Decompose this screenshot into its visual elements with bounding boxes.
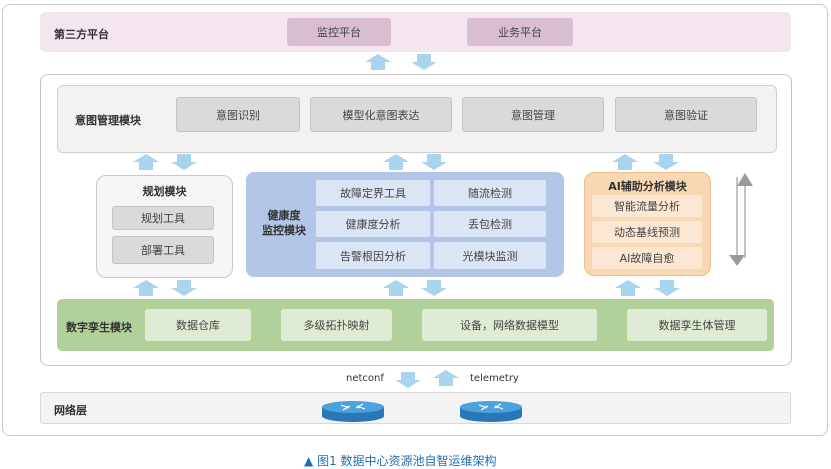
arrow-down-icon — [171, 154, 197, 170]
dynamic-baseline-box: 动态基线预测 — [592, 221, 702, 243]
health-module-label-line1: 健康度 — [267, 209, 301, 222]
intent-management-box: 意图管理 — [462, 97, 604, 132]
arrow-down-icon — [171, 280, 197, 296]
third-party-label: 第三方平台 — [54, 28, 109, 41]
caption-marker-icon: ▲ — [304, 454, 314, 468]
router-icon — [460, 401, 522, 422]
arrow-up-icon — [433, 370, 459, 386]
ai-module-label: AI辅助分析模块 — [608, 180, 687, 193]
intent-module-label: 意图管理模块 — [75, 114, 141, 127]
in-flow-detection-box: 随流检测 — [434, 180, 546, 206]
network-layer-label: 网络层 — [54, 404, 87, 417]
deployment-tool-box: 部署工具 — [112, 236, 214, 264]
third-party-layer — [40, 12, 791, 52]
monitoring-platform-box: 监控平台 — [287, 18, 391, 46]
arrow-down-icon — [653, 154, 679, 170]
business-platform-box: 业务平台 — [467, 18, 573, 46]
netconf-label: netconf — [346, 373, 384, 384]
arrow-up-icon — [383, 280, 409, 296]
arrow-up-icon — [383, 154, 409, 170]
network-layer — [40, 392, 791, 424]
arrow-down-icon — [421, 154, 447, 170]
optical-module-monitoring-box: 光模块监测 — [434, 242, 546, 269]
intent-recognition-box: 意图识别 — [176, 97, 300, 132]
router-icon — [322, 401, 384, 422]
figure-caption: ▲ 图1 数据中心资源池自智运维架构 — [304, 452, 497, 469]
health-analysis-box: 健康度分析 — [316, 211, 430, 237]
digital-twin-label: 数字孪生模块 — [66, 321, 132, 334]
arrow-up-icon — [612, 154, 638, 170]
alarm-root-cause-box: 告警根因分析 — [316, 242, 430, 269]
telemetry-label: telemetry — [470, 373, 519, 384]
planning-module-label: 规划模块 — [142, 185, 187, 198]
arrow-down-icon — [654, 280, 680, 296]
fault-demarcation-box: 故障定界工具 — [316, 180, 430, 206]
health-module-label-line2: 监控模块 — [262, 224, 306, 237]
arrow-down-icon — [421, 280, 447, 296]
ai-self-healing-box: AI故障自愈 — [592, 247, 702, 269]
arrow-down-icon — [395, 372, 421, 388]
data-warehouse-box: 数据仓库 — [145, 309, 251, 341]
planning-tool-box: 规划工具 — [112, 206, 214, 230]
arrow-up-icon — [615, 280, 641, 296]
device-network-model-box: 设备，网络数据模型 — [422, 309, 597, 341]
packet-loss-detection-box: 丢包检测 — [434, 211, 546, 237]
topology-mapping-box: 多级拓扑映射 — [281, 309, 392, 341]
arrow-up-icon — [133, 280, 159, 296]
intent-expression-box: 模型化意图表达 — [310, 97, 452, 132]
arrow-up-icon — [365, 54, 391, 70]
arrow-up-icon — [133, 154, 159, 170]
caption-text: 图1 数据中心资源池自智运维架构 — [317, 454, 497, 468]
vertical-double-arrow-icon — [729, 173, 753, 266]
intent-verification-box: 意图验证 — [615, 97, 757, 132]
twin-management-box: 数据孪生体管理 — [627, 309, 767, 341]
arrow-down-icon — [411, 54, 437, 70]
smart-traffic-analysis-box: 智能流量分析 — [592, 195, 702, 217]
